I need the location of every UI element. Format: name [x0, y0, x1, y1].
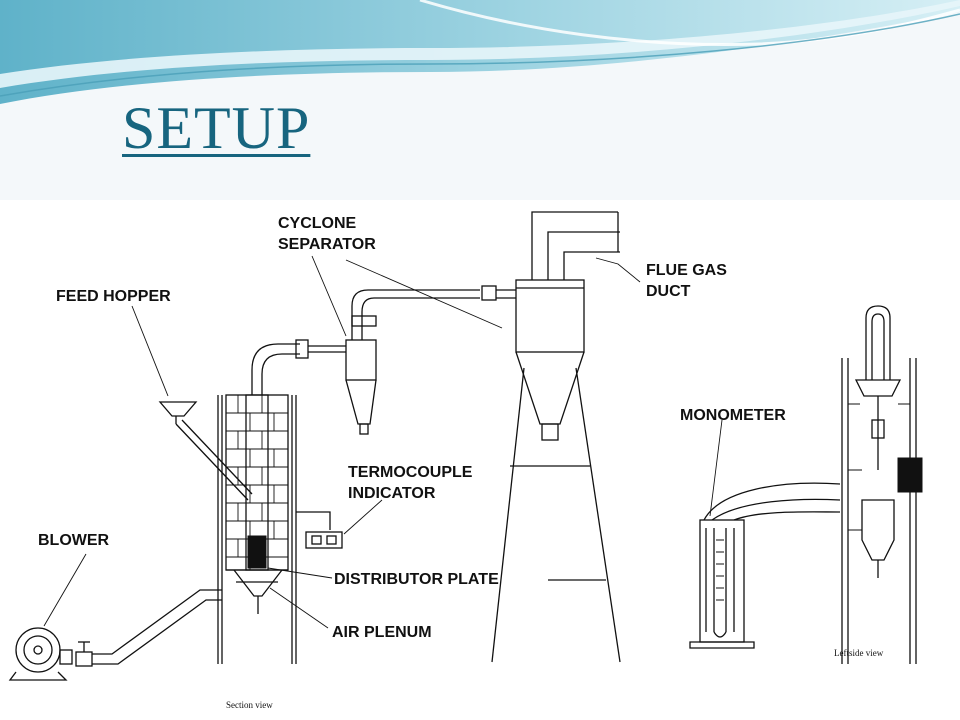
air-plenum-label: AIR PLENUM	[332, 624, 432, 641]
cyclone-separator-label-line2: SEPARATOR	[278, 236, 376, 253]
blower-valve	[75, 641, 93, 667]
manometer-tubing	[703, 482, 841, 521]
feed-hopper-label: FEED HOPPER	[56, 288, 171, 305]
riser-pipe	[251, 339, 346, 395]
small-cyclone	[345, 285, 516, 435]
termocouple-indicator-label-line1: TERMOCOUPLE	[348, 464, 473, 481]
header-wave-decoration	[0, 0, 960, 104]
distributor-plate-label: DISTRIBUTOR PLATE	[334, 571, 499, 588]
blower-label: BLOWER	[38, 532, 110, 549]
support-stand	[491, 367, 621, 663]
manometer	[689, 519, 755, 649]
thermocouple-indicator	[296, 511, 343, 549]
slide-title: SETUP	[122, 95, 311, 161]
side-view-reactor	[841, 305, 923, 664]
termocouple-indicator-label-line2: INDICATOR	[348, 485, 436, 502]
leftside-view-caption: Leftside view	[834, 648, 884, 658]
feed-hopper	[158, 401, 253, 501]
flue-gas-duct-label-line1: FLUE GAS	[646, 262, 727, 279]
section-view-caption: Section view	[226, 700, 273, 710]
leader-lines	[43, 255, 723, 629]
reactor-column	[217, 394, 297, 664]
cyclone-separator-label-line1: CYCLONE	[278, 215, 357, 232]
flue-gas-duct-label-line2: DUCT	[646, 283, 691, 300]
main-cyclone-separator	[515, 279, 585, 441]
flue-gas-duct	[531, 211, 620, 280]
monometer-label: MONOMETER	[680, 407, 786, 424]
blower	[8, 627, 73, 681]
air-inlet-pipe	[92, 589, 222, 665]
